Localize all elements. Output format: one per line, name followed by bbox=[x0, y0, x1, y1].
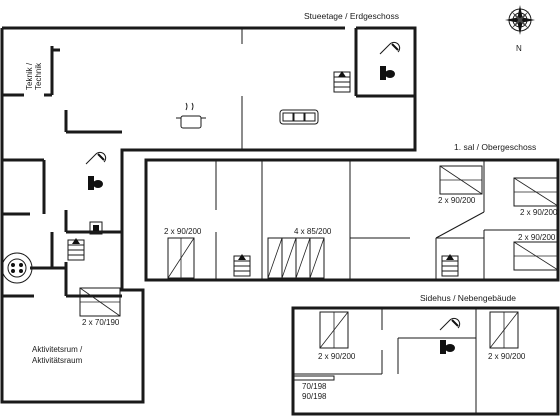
toilet-icon bbox=[380, 66, 395, 80]
annex-left-bed-label: 2 x 90/200 bbox=[318, 352, 356, 361]
washing-machine-icon bbox=[89, 221, 103, 235]
upper-floor-plan bbox=[144, 158, 560, 282]
activity-room-label-2: Aktivitätsraum bbox=[32, 356, 83, 365]
annex-title: Sidehus / Nebengebäude bbox=[420, 293, 516, 303]
hot-tub-icon bbox=[1, 252, 33, 284]
bed-annex-left bbox=[319, 311, 349, 349]
bed-upper-middle bbox=[267, 237, 325, 279]
ground-floor-plan bbox=[0, 26, 417, 404]
sofa-icon bbox=[279, 109, 319, 125]
svg-text:Technik: Technik bbox=[34, 62, 43, 90]
upper-middle-bed-label: 4 x 85/200 bbox=[294, 227, 332, 236]
annex-bunk-label-2: 90/198 bbox=[302, 392, 327, 401]
compass-north-label: N bbox=[516, 44, 522, 53]
upper-right-top-b-label: 2 x 90/200 bbox=[520, 208, 558, 217]
ground-floor-title: Stueetage / Erdgeschoss bbox=[304, 11, 399, 21]
compass-rose-icon bbox=[505, 5, 535, 35]
bed-2x70 bbox=[79, 287, 121, 317]
upper-left-bed-label: 2 x 90/200 bbox=[164, 227, 202, 236]
cooking-pot-icon bbox=[176, 102, 206, 129]
upper-right-bottom-label: 2 x 90/200 bbox=[518, 233, 556, 242]
annex-bunk-label-1: 70/198 bbox=[302, 382, 327, 391]
bed-upper-right-bottom bbox=[513, 241, 559, 271]
upper-floor-title: 1. sal / Obergeschoss bbox=[454, 142, 536, 152]
toilet-icon bbox=[440, 340, 455, 354]
bed-upper-right-top-b bbox=[513, 177, 559, 207]
annex-plan bbox=[291, 306, 560, 416]
annex-right-bed-label: 2 x 90/200 bbox=[488, 352, 526, 361]
upper-right-top-a-label: 2 x 90/200 bbox=[438, 196, 476, 205]
toilet-icon bbox=[88, 176, 103, 190]
ground-bed-label: 2 x 70/190 bbox=[82, 318, 120, 327]
shower-icon bbox=[379, 41, 401, 55]
activity-room-label-1: Aktivitetsrum / bbox=[32, 345, 83, 354]
bed-upper-left bbox=[167, 237, 195, 279]
bed-annex-right bbox=[489, 311, 519, 349]
technik-label: Teknik / Technik bbox=[25, 62, 43, 90]
shower-icon bbox=[85, 151, 107, 165]
shower-icon bbox=[439, 317, 461, 331]
bed-upper-right-top-a bbox=[439, 165, 483, 195]
svg-text:Teknik /: Teknik / bbox=[25, 62, 34, 90]
